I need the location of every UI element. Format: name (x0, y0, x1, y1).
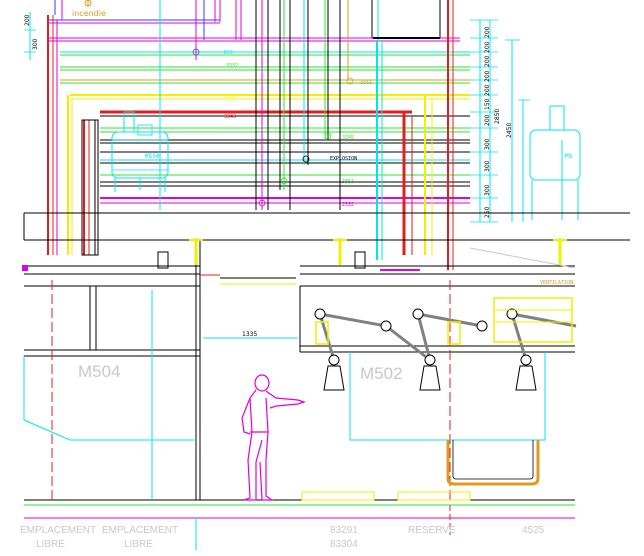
dim-text: 200 (484, 84, 491, 96)
dim-text: 300 (484, 184, 491, 196)
pipe-tag: 3313 (224, 94, 236, 100)
pipe-tags: DSY 3311 3313 3343 3345 EXPLOSION 3353 2… (192, 48, 372, 208)
pipe-tag: DSY (224, 50, 233, 56)
vessel-label: M502 (360, 364, 403, 383)
vessel-m502: M502 (349, 352, 546, 486)
bay-label-2b: LIBRE (124, 539, 153, 550)
pipe-tag: 2332 (342, 202, 354, 208)
vessel-label: M5 (565, 153, 573, 160)
pipe-tag: 3345 (342, 135, 354, 141)
pipe-tag: 3343 (224, 114, 236, 120)
vessel-m550: M550 (111, 111, 169, 192)
vertical-risers (47, 0, 454, 270)
bay-label-2: EMPLACEMENT (102, 525, 178, 536)
pipe-tag: 3332 (226, 63, 238, 69)
dim-text: 150 (484, 98, 491, 110)
fire-icon (84, 0, 92, 7)
dim-text: 300 (484, 138, 491, 150)
pipe-runs (48, 19, 470, 204)
dim-text-left: 300 (32, 38, 39, 50)
pipe-tag: 3311 (360, 80, 372, 86)
dim-text-total: 2450 (506, 123, 513, 138)
vessel-m5: M5 (529, 105, 581, 220)
bay-label-1b: LIBRE (36, 539, 65, 550)
pipe-tag: EXPLOSION (330, 156, 357, 162)
bottom-labels: EMPLACEMENT LIBRE EMPLACEMENT LIBRE 8329… (20, 525, 545, 550)
vessel-label: M550 (145, 153, 160, 160)
dim-text: 300 (484, 160, 491, 172)
pipe-tag: 3353 (342, 179, 354, 185)
dim-text: 200 (484, 70, 491, 82)
bay-label-3b: 83304 (330, 539, 358, 550)
person-figure (241, 374, 306, 501)
structure: 1335 VENTILATION (22, 212, 630, 519)
dim-text: 200 (484, 55, 491, 67)
dim-text-left: 200 (24, 14, 31, 26)
dimension-chain (24, 12, 530, 223)
walkway-dimension: 1335 (242, 331, 257, 338)
dim-text: 200 (484, 26, 491, 38)
dim-text-total: 2850 (494, 109, 501, 124)
bay-label-5: 4525 (522, 525, 545, 536)
supports (157, 238, 567, 269)
ground-bays (195, 491, 471, 550)
dim-text: 250 (484, 206, 491, 218)
dimension-texts: 200 200 200 200 200 150 200 300 300 300 … (24, 14, 513, 218)
dim-text: 200 (484, 41, 491, 53)
bay-label-1: EMPLACEMENT (20, 525, 96, 536)
mixer-arms (314, 297, 577, 391)
vessel-m504: M504 (23, 356, 196, 441)
bay-label-4: RESERVE (408, 525, 456, 536)
incendie-label: incendie (72, 9, 106, 18)
vessel-label: M504 (78, 362, 121, 381)
ventilation-label: VENTILATION (540, 280, 573, 286)
bay-label-3: 83291 (330, 525, 358, 536)
fire-marker: incendie (72, 0, 106, 18)
dim-text: 200 (484, 114, 491, 126)
